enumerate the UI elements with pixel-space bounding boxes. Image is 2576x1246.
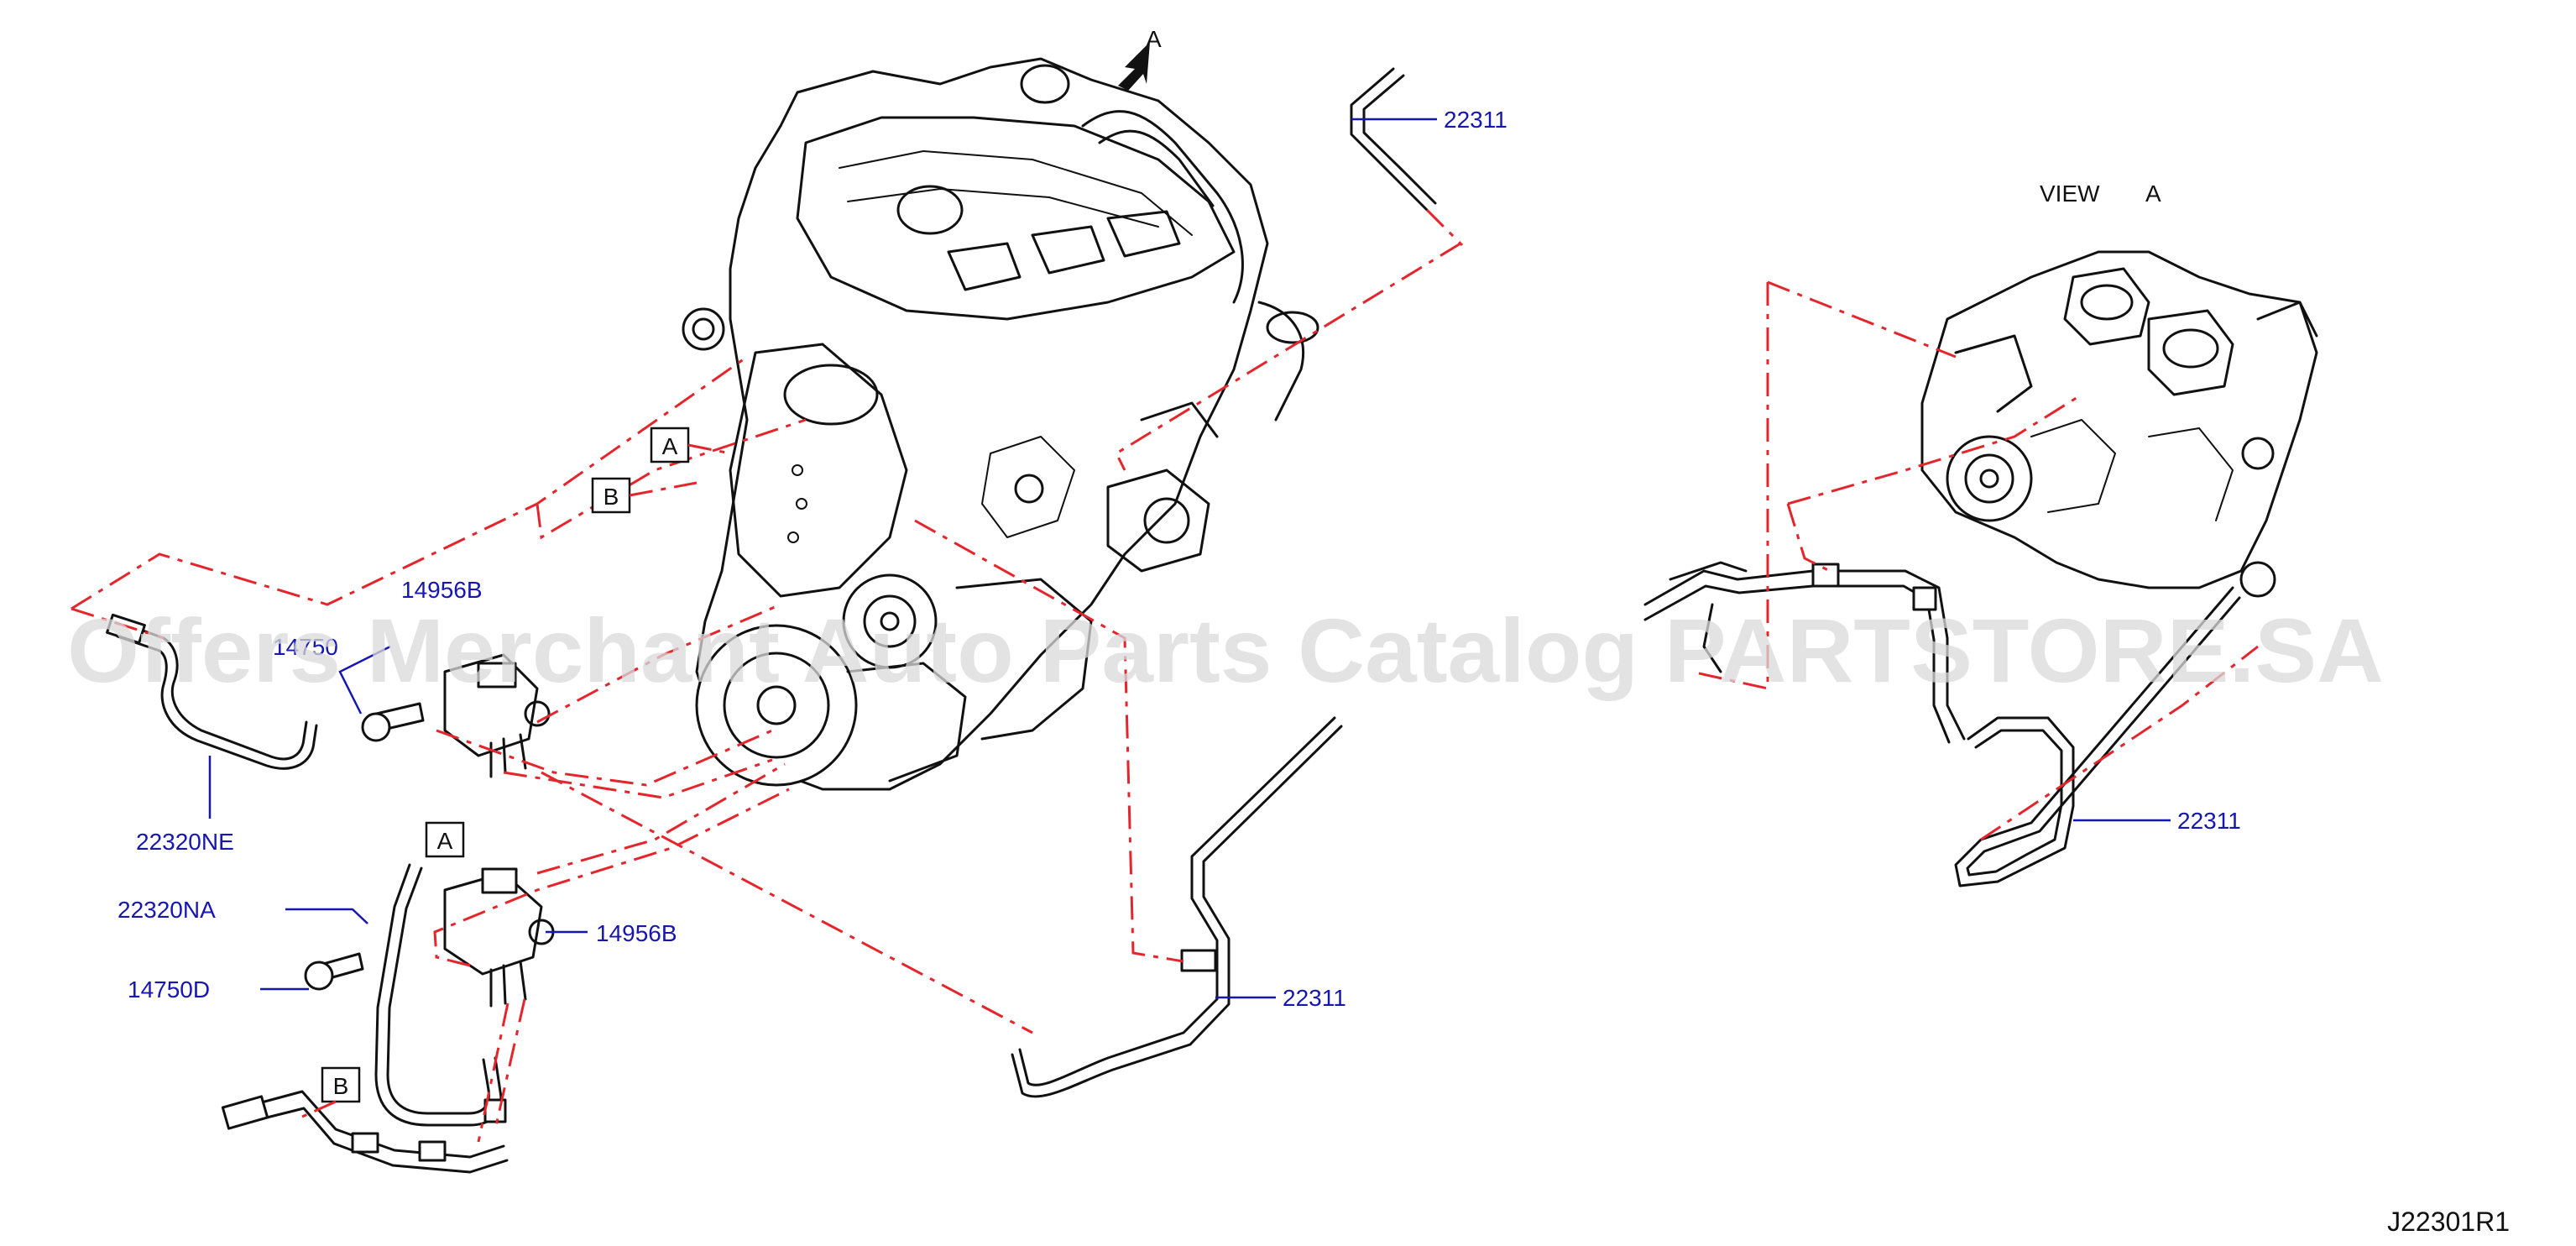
hose-22311-mid — [1018, 716, 1336, 1086]
arrow-letter: A — [1146, 26, 1162, 52]
ref-box-b-engine: B — [591, 477, 631, 514]
svg-text:A: A — [662, 433, 678, 459]
view-letter: A — [2145, 181, 2161, 207]
hose-22311-top — [1350, 67, 1429, 212]
label-14956b-2: 14956B — [596, 920, 677, 946]
label-22311-right: 22311 — [2177, 808, 2241, 834]
bolt-14750d — [304, 952, 364, 991]
ref-box-a-part: A — [425, 821, 465, 858]
svg-text:B: B — [333, 1073, 349, 1099]
drawing-code: J22301R1 — [2387, 1207, 2510, 1237]
view-arrow — [1118, 42, 1150, 91]
label-14750: 14750 — [273, 634, 338, 660]
bolt-14750 — [361, 702, 425, 742]
engine-view-a-illustration — [1920, 250, 2318, 598]
label-22320na: 22320NA — [118, 897, 216, 923]
ref-box-b-part: B — [321, 1066, 361, 1103]
svg-text:B: B — [604, 484, 619, 510]
svg-text:A: A — [437, 828, 453, 854]
ref-box-a-engine: A — [650, 427, 690, 463]
label-22320ne: 22320NE — [136, 829, 234, 855]
watermark: Offers Merchant Auto Parts Catalog PARTS… — [67, 599, 2384, 701]
leader-lines — [208, 118, 2171, 999]
label-14956b-1: 14956B — [401, 577, 483, 603]
label-14750d: 14750D — [128, 976, 210, 1003]
label-22311-mid: 22311 — [1283, 985, 1346, 1011]
label-22311-top: 22311 — [1444, 107, 1507, 133]
view-caption: VIEW — [2040, 181, 2100, 207]
engine-main-illustration — [682, 57, 1319, 791]
connection-lines — [71, 208, 2259, 1143]
hose-22320ne — [116, 620, 308, 761]
